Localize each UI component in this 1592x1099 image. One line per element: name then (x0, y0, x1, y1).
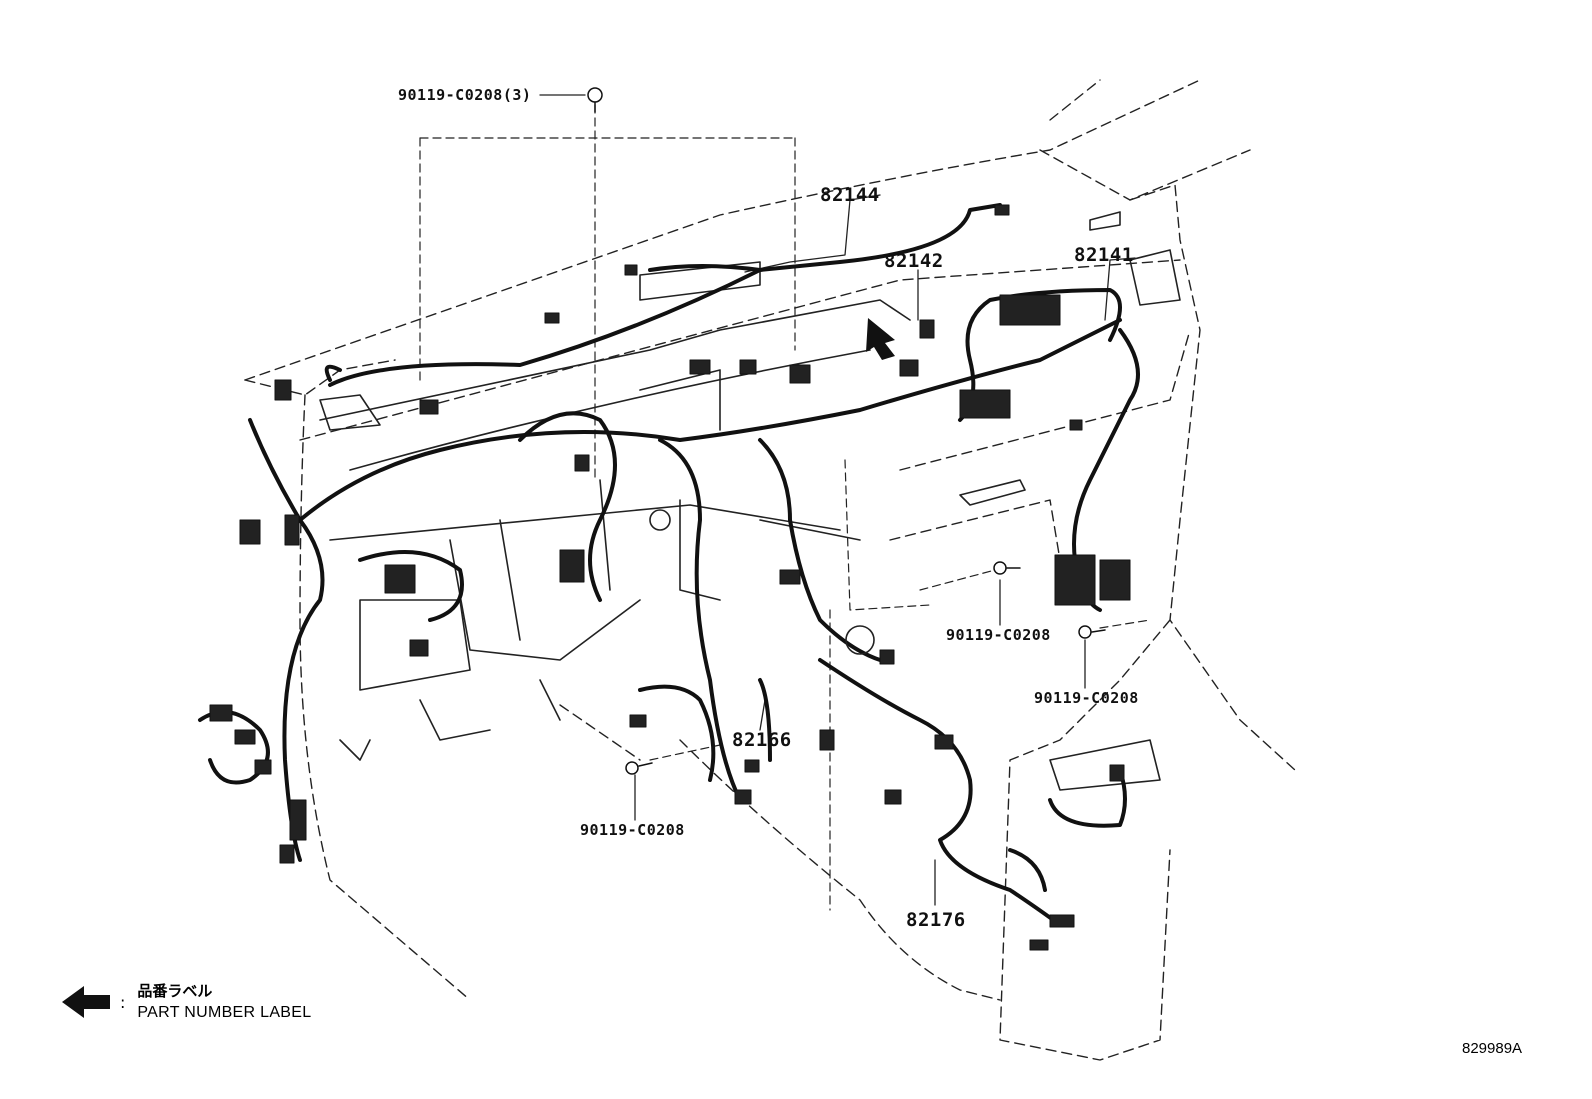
bolt-label-right-low: 90119-C0208 (1034, 689, 1139, 707)
bolt-label-right-mid: 90119-C0208 (946, 626, 1051, 644)
connectors (209, 204, 1131, 951)
part-label-82166: 82166 (732, 729, 792, 751)
part-label-82144: 82144 (820, 184, 880, 206)
diagram-code: 829989A (1462, 1040, 1523, 1057)
wire-harness (198, 203, 1140, 927)
legend: : 品番ラベル PART NUMBER LABEL (60, 980, 311, 1024)
leader-lines (419, 104, 1151, 911)
label-marker-arrow (866, 318, 895, 360)
panel-lines (319, 211, 1181, 791)
legend-label-en: PART NUMBER LABEL (137, 1004, 312, 1021)
part-label-82176: 82176 (906, 909, 966, 931)
round-parts (649, 509, 875, 655)
legend-label-jp: 品番ラベル (137, 982, 213, 1000)
legend-separator: : (120, 992, 126, 1012)
bolt-label-top: 90119-C0208(3) (398, 86, 532, 104)
bolt-label-bottom: 90119-C0208 (580, 821, 685, 839)
part-label-82141: 82141 (1074, 244, 1134, 266)
label-leaders (539, 94, 1136, 906)
dashboard-outline (244, 79, 1296, 1061)
part-label-82142: 82142 (884, 250, 944, 272)
bolts (587, 87, 1106, 775)
left-arrow-icon (62, 986, 110, 1018)
